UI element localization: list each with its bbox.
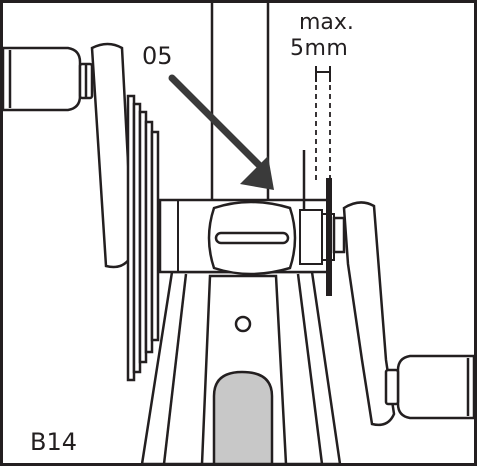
frame-inner bbox=[200, 274, 288, 466]
figure-id: B14 bbox=[30, 428, 78, 456]
right-pedal bbox=[384, 354, 476, 420]
gray-slot bbox=[212, 370, 274, 466]
clearance-label-max: max. bbox=[299, 10, 354, 35]
callout-number: 05 bbox=[142, 42, 173, 70]
callout-arrow bbox=[168, 74, 274, 190]
knob-slot bbox=[214, 231, 290, 245]
sprocket-cassette bbox=[126, 94, 160, 382]
bolt-hole bbox=[234, 315, 252, 333]
clearance-label-value: 5mm bbox=[290, 36, 349, 61]
gap-marker-bar bbox=[326, 178, 332, 296]
right-crank-arm bbox=[332, 201, 396, 427]
left-pedal bbox=[1, 46, 94, 112]
clearance-dimension bbox=[315, 66, 331, 82]
